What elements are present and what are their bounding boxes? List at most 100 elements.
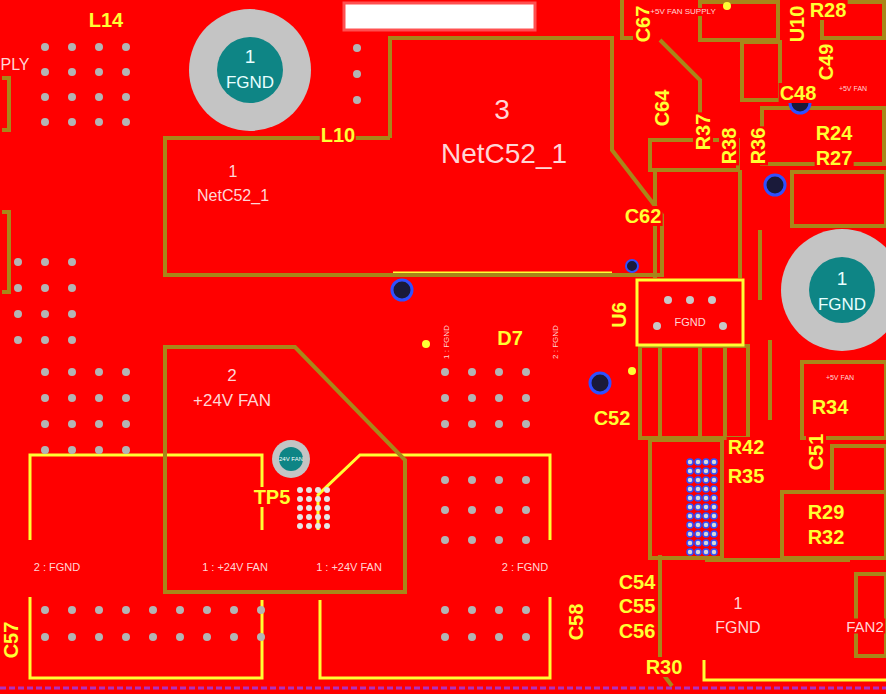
via <box>495 506 503 514</box>
via <box>95 43 103 51</box>
via <box>41 633 49 641</box>
via <box>653 322 661 330</box>
via <box>324 496 330 502</box>
part-designator: C55 <box>618 596 657 616</box>
part-designator: TP5 <box>253 487 292 507</box>
via <box>441 633 449 641</box>
net-label: 2 : FGND <box>552 324 560 360</box>
via <box>719 322 727 330</box>
via <box>522 476 530 484</box>
via <box>306 523 312 529</box>
copper-pad-shape <box>165 138 390 275</box>
via <box>441 506 449 514</box>
via <box>703 513 709 519</box>
via <box>468 476 476 484</box>
via <box>695 549 701 555</box>
via <box>149 606 157 614</box>
net-label: +5V FAN <box>838 85 868 92</box>
pad-label: FGND <box>674 317 705 328</box>
via <box>149 633 157 641</box>
via <box>522 368 530 376</box>
via <box>687 459 693 465</box>
mounting-hole: 1FGND <box>780 228 886 352</box>
via <box>95 633 103 641</box>
via-field <box>14 43 727 641</box>
via <box>95 93 103 101</box>
via <box>230 606 238 614</box>
via <box>441 536 449 544</box>
via <box>695 531 701 537</box>
via <box>441 476 449 484</box>
via <box>711 540 717 546</box>
via <box>695 495 701 501</box>
via <box>41 394 49 402</box>
via <box>41 258 49 266</box>
via <box>353 96 361 104</box>
via <box>68 93 76 101</box>
via <box>306 514 312 520</box>
via <box>711 531 717 537</box>
part-designator: L10 <box>320 125 356 145</box>
via <box>703 531 709 537</box>
part-designator: U10 <box>787 5 807 44</box>
net-label: 1 : FGND <box>443 324 451 360</box>
via <box>95 394 103 402</box>
via <box>122 606 130 614</box>
via <box>68 606 76 614</box>
pad-label: +24V FAN <box>193 392 271 409</box>
pad-label: 3 <box>494 96 510 124</box>
via <box>230 633 238 641</box>
via <box>95 420 103 428</box>
via <box>122 68 130 76</box>
via <box>41 606 49 614</box>
via <box>495 420 503 428</box>
via <box>708 296 716 304</box>
via <box>122 633 130 641</box>
via <box>711 477 717 483</box>
via <box>441 368 449 376</box>
net-label: FAN2 <box>845 619 885 634</box>
pad-label: 1 <box>245 47 256 66</box>
via <box>68 118 76 126</box>
mounting-hole-shape <box>780 228 886 352</box>
part-designator: C54 <box>618 572 657 592</box>
net-label: 2 : FGND <box>33 562 81 573</box>
pad-label: FGND <box>226 74 274 91</box>
via <box>122 93 130 101</box>
pad-label: NetC52_1 <box>197 188 269 204</box>
pad-label: FGND <box>715 620 760 636</box>
via <box>353 70 361 78</box>
part-designator: R30 <box>645 657 684 677</box>
via <box>68 284 76 292</box>
copper-outlines <box>2 0 886 656</box>
via <box>441 394 449 402</box>
via <box>687 540 693 546</box>
via <box>695 459 701 465</box>
via <box>41 368 49 376</box>
via <box>324 514 330 520</box>
via <box>522 420 530 428</box>
via <box>306 487 312 493</box>
via <box>68 446 76 454</box>
via <box>687 504 693 510</box>
via <box>41 68 49 76</box>
via <box>122 446 130 454</box>
via <box>41 420 49 428</box>
net-label: 1 : +24V FAN <box>201 562 269 573</box>
via <box>68 43 76 51</box>
via <box>306 505 312 511</box>
via <box>297 496 303 502</box>
via <box>522 633 530 641</box>
part-designator: R24 <box>815 123 854 143</box>
via <box>41 446 49 454</box>
via <box>95 118 103 126</box>
via <box>522 606 530 614</box>
via <box>306 496 312 502</box>
via <box>324 487 330 493</box>
net-label: 1 : +24V FAN <box>315 562 383 573</box>
blank-panel <box>344 3 535 30</box>
via <box>122 118 130 126</box>
via <box>122 43 130 51</box>
part-designator: C52 <box>593 408 632 428</box>
via <box>41 93 49 101</box>
